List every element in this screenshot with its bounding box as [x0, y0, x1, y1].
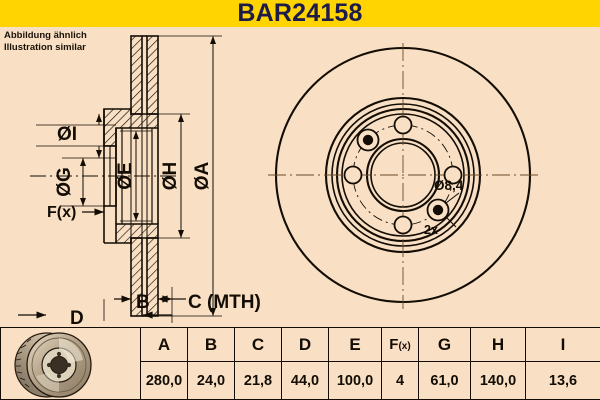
- label-dia-h: ØH: [160, 162, 181, 191]
- label-dia-i: ØI: [57, 124, 77, 145]
- table-value-e: 100,0: [328, 361, 382, 400]
- label-b: B: [136, 292, 150, 313]
- table-value-fx: 4: [381, 361, 419, 400]
- threaded-hole: [426, 198, 450, 222]
- annotation-hole-size: Ø8,4 2x: [424, 178, 464, 237]
- dimension-d: D: [18, 287, 173, 327]
- label-hole-count: 2x: [424, 223, 438, 237]
- cross-section-view: ØI ØG ØE ØH: [18, 35, 261, 327]
- label-hole-diameter: Ø8,4: [434, 178, 464, 193]
- label-c: C (MTH): [188, 292, 261, 313]
- label-dia-e: ØE: [115, 162, 136, 189]
- table-header-b: B: [187, 326, 235, 363]
- label-fx: F(x): [47, 204, 76, 221]
- table-header-fx-sub: (x): [398, 341, 411, 353]
- illustration-similar-note: Abbildung ähnlich Illustration similar: [4, 30, 87, 53]
- table-value-i: 13,6: [525, 361, 600, 400]
- bolt-hole: [443, 165, 463, 185]
- table-header-a: A: [140, 326, 188, 363]
- dimension-dia-i: ØI: [36, 114, 116, 158]
- table-header-i: I: [525, 326, 600, 363]
- dimension-dia-h: ØH: [158, 113, 190, 239]
- table-header-d: D: [281, 326, 329, 363]
- table-value-h: 140,0: [470, 361, 526, 400]
- table-header-fx: F(x): [381, 326, 419, 363]
- dimension-dia-g: ØG: [54, 157, 116, 207]
- table-value-b: 24,0: [187, 361, 235, 400]
- bolt-hole: [393, 215, 413, 235]
- technical-drawing: ØI ØG ØE ØH: [0, 27, 600, 327]
- spec-table: A B C D E F(x) G H I 280,0 24,0 21,8 44,…: [0, 326, 600, 400]
- label-d: D: [70, 308, 84, 327]
- dimension-c: C (MTH): [162, 292, 261, 313]
- bolt-hole-group: [343, 115, 463, 235]
- table-header-e: E: [328, 326, 382, 363]
- dimension-dia-e: ØE: [115, 130, 152, 222]
- product-thumbnail-cell: [0, 327, 141, 400]
- label-dia-g: ØG: [54, 167, 75, 197]
- table-value-d: 44,0: [281, 361, 329, 400]
- table-value-c: 21,8: [234, 361, 282, 400]
- table-header-c: C: [234, 326, 282, 363]
- dimension-b: B: [103, 292, 172, 316]
- table-header-fx-main: F: [389, 336, 399, 354]
- table-value-a: 280,0: [140, 361, 188, 400]
- bolt-hole: [343, 165, 363, 185]
- spec-table-wrapper: A B C D E F(x) G H I 280,0 24,0 21,8 44,…: [0, 326, 600, 400]
- title-banner: BAR24158: [0, 0, 600, 27]
- table-value-g: 61,0: [418, 361, 471, 400]
- bolt-hole: [393, 115, 413, 135]
- table-header-g: G: [418, 326, 471, 363]
- note-line-en: Illustration similar: [4, 41, 86, 53]
- product-thumbnail: [1, 329, 141, 399]
- note-line-de: Abbildung ähnlich: [4, 30, 87, 41]
- table-row-values: 280,0 24,0 21,8 44,0 100,0 4 61,0 140,0 …: [1, 361, 600, 400]
- front-view: Ø8,4 2x: [268, 43, 538, 309]
- threaded-hole: [356, 128, 380, 152]
- disc-friction-ring-top: [130, 35, 159, 115]
- threaded-hole-group: [356, 128, 450, 222]
- part-number-title: BAR24158: [237, 0, 363, 27]
- table-row-headers: A B C D E F(x) G H I: [0, 326, 600, 400]
- table-header-h: H: [470, 326, 526, 363]
- label-dia-a: ØA: [192, 161, 213, 190]
- dimension-fx: F(x): [47, 204, 104, 221]
